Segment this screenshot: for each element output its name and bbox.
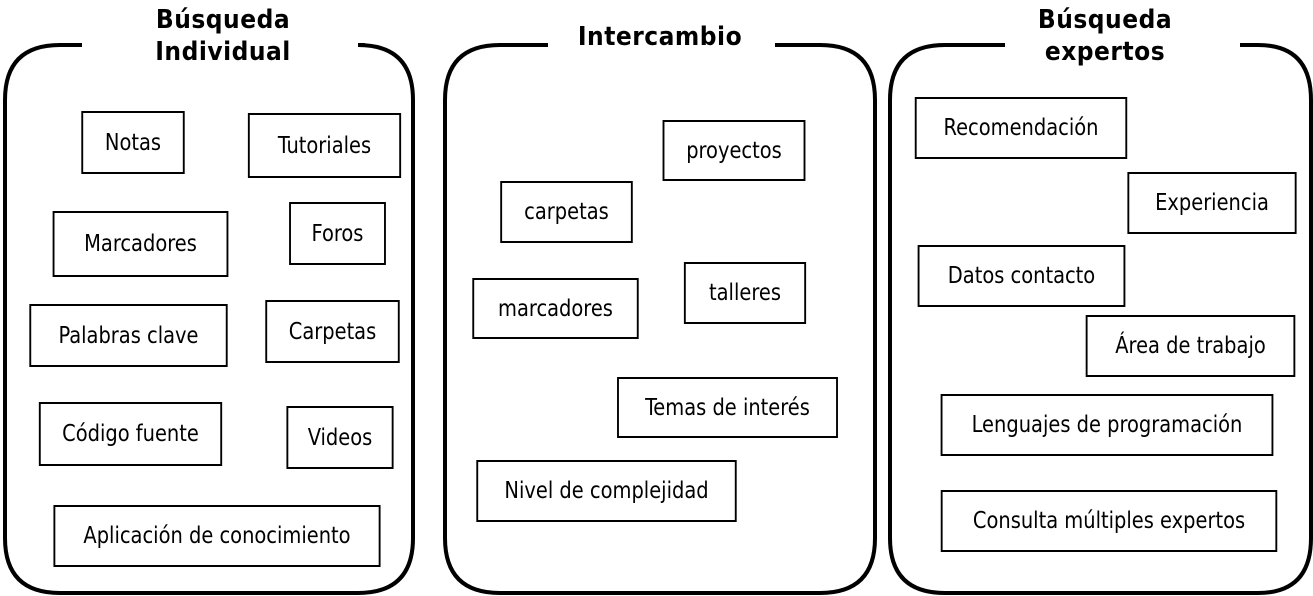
item-tutoriales: Tutoriales — [247, 113, 402, 178]
item-consulta-expertos: Consulta múltiples expertos — [940, 490, 1278, 552]
group-title-individual: Búsqueda Individual — [155, 5, 291, 67]
item-datos-contacto: Datos contacto — [917, 245, 1126, 307]
item-notas: Notas — [81, 111, 185, 174]
group-frame-individual — [3, 43, 415, 595]
item-proyectos: proyectos — [662, 120, 806, 181]
item-marcadores-2: marcadores — [472, 278, 639, 339]
item-experiencia: Experiencia — [1127, 172, 1297, 234]
item-palabras-clave: Palabras clave — [29, 304, 228, 367]
group-frame-intercambio — [443, 43, 877, 595]
item-talleres: talleres — [683, 262, 807, 324]
item-marcadores: Marcadores — [52, 211, 229, 277]
item-area-trabajo: Área de trabajo — [1085, 315, 1296, 377]
group-frame-expertos — [888, 43, 1313, 595]
item-foros: Foros — [289, 202, 386, 265]
item-videos: Videos — [286, 406, 394, 469]
item-lenguajes-programacion: Lenguajes de programación — [940, 394, 1274, 456]
item-recomendacion: Recomendación — [914, 97, 1128, 159]
item-codigo-fuente: Código fuente — [38, 402, 223, 466]
group-title-expertos: Búsqueda expertos — [1037, 5, 1173, 67]
item-carpetas: Carpetas — [265, 300, 400, 363]
item-temas-interes: Temas de interés — [617, 377, 838, 438]
item-aplicacion-conocimiento: Aplicación de conocimiento — [53, 505, 381, 567]
item-carpetas-2: carpetas — [500, 181, 633, 243]
item-nivel-complejidad: Nivel de complejidad — [476, 460, 737, 522]
group-title-intercambio: Intercambio — [577, 22, 743, 52]
